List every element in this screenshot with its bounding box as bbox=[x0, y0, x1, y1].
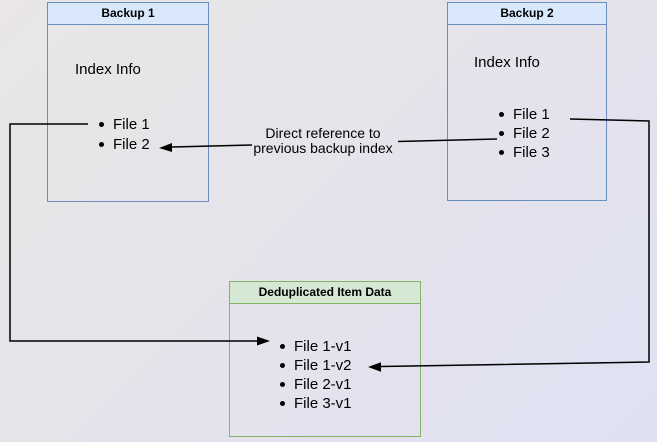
bullet-icon bbox=[499, 112, 504, 117]
backup1-title: Backup 1 bbox=[48, 3, 208, 25]
backup1-subtitle: Index Info bbox=[75, 61, 141, 78]
bullet-icon bbox=[499, 150, 504, 155]
bullet-icon bbox=[99, 121, 104, 127]
list-item: File 2-v1 bbox=[280, 375, 352, 394]
backup2-subtitle: Index Info bbox=[474, 54, 540, 71]
list-item: File 3 bbox=[499, 143, 550, 162]
backup1-file-list: File 1 File 2 bbox=[99, 114, 150, 154]
list-item: File 1-v2 bbox=[280, 356, 352, 375]
item-label: File 1-v2 bbox=[294, 357, 352, 374]
list-item: File 1 bbox=[99, 114, 150, 134]
item-label: File 2 bbox=[513, 125, 550, 142]
list-item: File 3-v1 bbox=[280, 394, 352, 413]
bullet-icon bbox=[499, 131, 504, 136]
backup2-box: Backup 2 Index Info File 1 File 2 File 3 bbox=[447, 2, 607, 201]
dedup-title: Deduplicated Item Data bbox=[230, 282, 420, 304]
edge-label-direct-reference: Direct reference to previous backup inde… bbox=[237, 126, 409, 156]
backup2-file-list: File 1 File 2 File 3 bbox=[499, 105, 550, 162]
item-label: File 1 bbox=[513, 106, 550, 123]
item-label: File 2 bbox=[113, 135, 150, 153]
bullet-icon bbox=[280, 363, 285, 368]
bullet-icon bbox=[280, 344, 285, 349]
list-item: File 1 bbox=[499, 105, 550, 124]
list-item: File 2 bbox=[99, 134, 150, 154]
list-item: File 1-v1 bbox=[280, 337, 352, 356]
edge-label-line1: Direct reference to bbox=[265, 125, 381, 141]
bullet-icon bbox=[280, 382, 285, 387]
backup2-title: Backup 2 bbox=[448, 3, 606, 25]
list-item: File 2 bbox=[499, 124, 550, 143]
item-label: File 1-v1 bbox=[294, 338, 352, 355]
dedup-box: Deduplicated Item Data File 1-v1 File 1-… bbox=[229, 281, 421, 437]
item-label: File 2-v1 bbox=[294, 376, 352, 393]
dedup-file-list: File 1-v1 File 1-v2 File 2-v1 File 3-v1 bbox=[280, 337, 352, 413]
bullet-icon bbox=[280, 401, 285, 406]
bullet-icon bbox=[99, 141, 104, 147]
item-label: File 1 bbox=[113, 115, 150, 133]
edge-label-line2: previous backup index bbox=[253, 140, 393, 156]
item-label: File 3 bbox=[513, 144, 550, 161]
backup1-box: Backup 1 Index Info File 1 File 2 bbox=[47, 2, 209, 202]
item-label: File 3-v1 bbox=[294, 395, 352, 412]
